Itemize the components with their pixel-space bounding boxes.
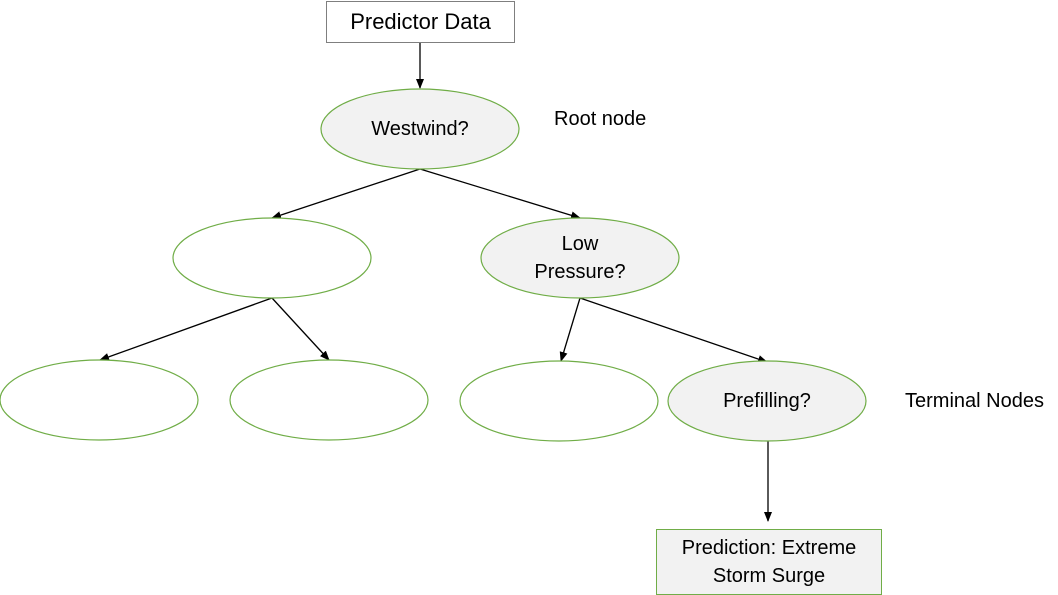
nodes (0, 88, 867, 442)
root-node-label: Westwind? (371, 118, 469, 140)
empty-leaf-2 (229, 359, 429, 441)
edge-left-node-to-leaf-1 (99, 297, 273, 361)
edges (99, 43, 772, 522)
root-node-annotation: Root node (554, 108, 647, 130)
prediction-box: Prediction: Extreme Storm Surge (656, 529, 882, 595)
empty-leaf-3 (459, 360, 659, 442)
prefilling-node (667, 360, 867, 442)
prediction-line-2: Storm Surge (712, 565, 826, 587)
low-pressure-node-label: Low Pressure? (480, 230, 680, 286)
low-pressure-node (480, 217, 680, 299)
edge-root-to-left-node (271, 168, 421, 219)
predictor-data-label: Predictor Data (350, 9, 491, 34)
edge-low-pressure-to-prefilling (579, 297, 768, 363)
edge-left-node-to-leaf-2 (271, 297, 330, 361)
prefilling-node-label: Prefilling? (723, 390, 811, 412)
edge-low-pressure-to-leaf-3 (559, 297, 581, 362)
terminal-nodes-annotation: Terminal Nodes (905, 390, 1044, 412)
low-pressure-line-2: Pressure? (534, 261, 626, 283)
low-pressure-line-1: Low (561, 233, 599, 255)
predictor-data-box: Predictor Data (326, 1, 515, 43)
edge-root-to-low-pressure (419, 168, 581, 220)
root-node (320, 88, 520, 170)
empty-node-left (172, 217, 372, 299)
prediction-line-1: Prediction: Extreme (681, 537, 857, 559)
empty-leaf-1 (0, 359, 199, 441)
